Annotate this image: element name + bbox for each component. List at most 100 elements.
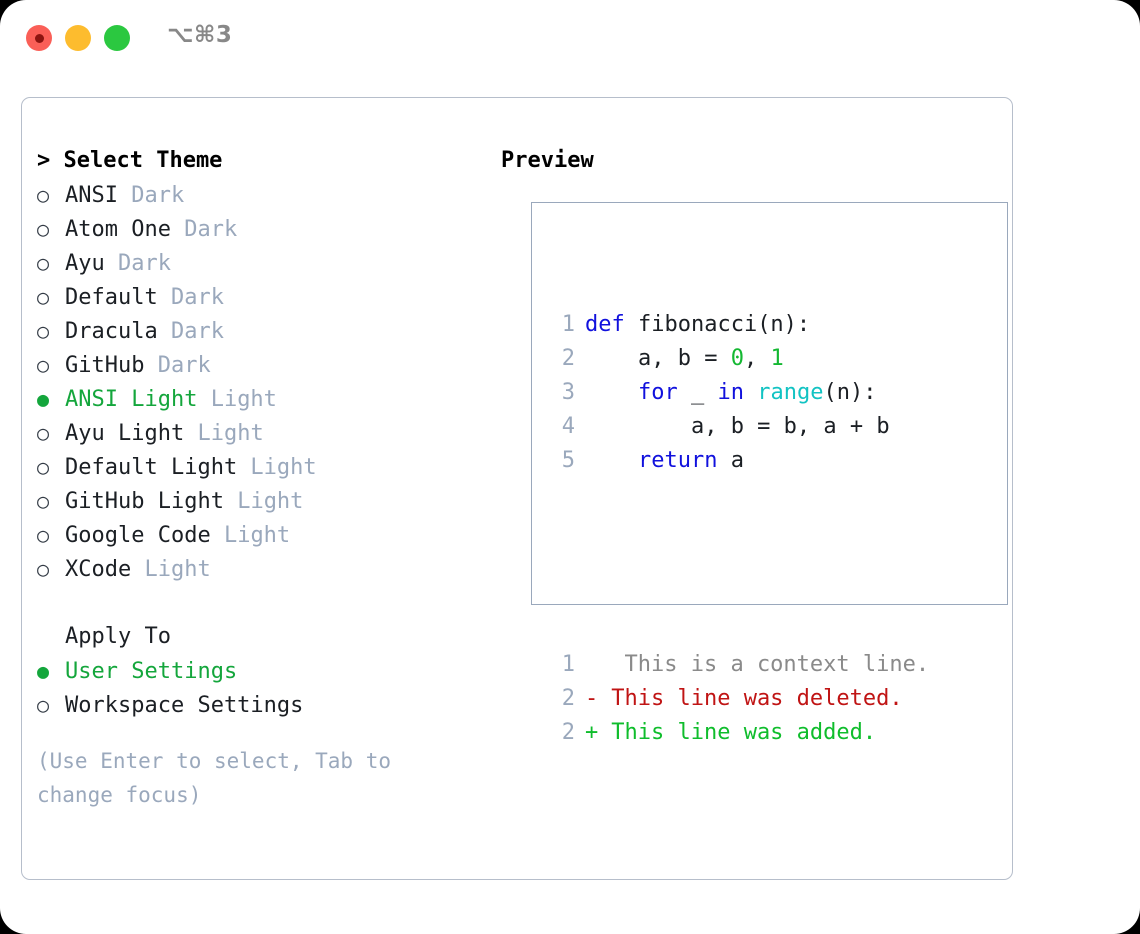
theme-option-label: Google Code [65,523,211,548]
code-token: 0 [730,346,744,371]
theme-option-kind: Light [210,523,291,548]
code-token [585,380,638,405]
line-number: 4 [561,414,575,439]
theme-option-label: Ayu Light [65,421,185,446]
radio-selected-icon: ● [37,659,50,683]
theme-list: ○ANSI Dark○Atom One Dark○Ayu Dark○Defaul… [37,178,487,586]
radio-unselected-icon: ○ [37,421,50,445]
diff-text: This line was added. [598,720,877,745]
theme-option-kind: Dark [117,183,185,208]
theme-option-ayu[interactable]: ○Ayu Dark [37,246,487,280]
code-line: 5 return a [553,444,929,478]
theme-option-label: XCode [65,557,132,582]
code-token: def [585,312,638,337]
line-number: 1 [561,312,575,337]
code-token [744,380,757,405]
code-token: , [743,346,771,371]
title-bar: ⌥⌘3 [0,0,1140,78]
preview-heading: Preview [501,148,594,173]
theme-option-kind: Light [131,557,211,582]
code-blank-line [553,546,929,580]
theme-option-kind: Dark [157,319,224,344]
theme-option-kind: Light [197,387,277,412]
code-token: fibonacci(n): [637,312,811,337]
theme-option-ansi-light[interactable]: ●ANSI Light Light [37,382,487,416]
theme-option-github[interactable]: ○ GitHub Dark [37,348,487,382]
theme-option-kind: Dark [104,251,171,276]
code-line: 4 a, b = b, a + b [553,410,929,444]
theme-option-default-light[interactable]: ○ Default Light Light [37,450,487,484]
diff-text: This line was deleted. [598,686,903,711]
line-number: 2 [561,686,575,711]
theme-option-label: GitHub [65,353,145,378]
radio-unselected-icon: ○ [37,217,50,241]
diff-lines: 1 This is a context line.2- This line wa… [553,648,929,750]
theme-option-label: ANSI [65,183,118,208]
apply-to-option-workspace-settings[interactable]: ○Workspace Settings [37,688,487,722]
code-token: range [757,380,824,405]
radio-unselected-icon: ○ [37,183,50,207]
theme-option-kind: Light [237,455,317,480]
code-token: (n): [823,380,877,405]
theme-option-atom-one[interactable]: ○ Atom One Dark [37,212,487,246]
code-token [585,448,638,473]
keyboard-shortcut-label: ⌥⌘3 [167,22,233,48]
code-token: a, b = [585,346,731,371]
radio-unselected-icon: ○ [37,319,50,343]
theme-option-label: GitHub Light [65,489,224,514]
code-line: 2 a, b = 0, 1 [553,342,929,376]
code-line: 3 for _ in range(n): [553,376,929,410]
radio-unselected-icon: ○ [37,455,50,479]
diff-text: This is a context line. [598,652,930,677]
code-token: a [717,448,744,473]
minimize-window-button[interactable] [65,25,91,51]
theme-option-google-code[interactable]: ○Google Code Light [37,518,487,552]
diff-line-ctx: 1 This is a context line. [553,648,929,682]
list-spacer [37,586,487,620]
main-panel: > Select Theme ○ANSI Dark○Atom One Dark○… [21,97,1013,880]
line-number: 5 [561,448,575,473]
theme-option-ansi[interactable]: ○ ANSI Dark [37,178,487,212]
theme-option-xcode[interactable]: ○ XCode Light [37,552,487,586]
theme-option-default[interactable]: ○ Default Dark [37,280,487,314]
theme-option-dracula[interactable]: ○ Dracula Dark [37,314,487,348]
theme-option-kind: Dark [170,217,238,242]
diff-marker: + [585,720,599,745]
select-theme-heading: > Select Theme [37,148,223,173]
diff-marker [585,648,598,682]
theme-option-github-light[interactable]: ○GitHub Light Light [37,484,487,518]
theme-option-label: Atom One [65,217,171,242]
radio-selected-icon: ● [37,387,50,411]
code-token: a, b = b, a + b [585,414,890,439]
radio-unselected-icon: ○ [37,285,50,309]
theme-option-kind: Light [184,421,264,446]
theme-option-kind: Light [223,489,304,514]
theme-option-ayu-light[interactable]: ○ Ayu Light Light [37,416,487,450]
apply-to-list: ●User Settings○Workspace Settings [37,654,487,722]
theme-picker-column: > Select Theme ○ANSI Dark○Atom One Dark○… [37,144,487,812]
line-number: 1 [561,652,575,677]
theme-option-kind: Dark [144,353,211,378]
apply-to-heading: Apply To [65,624,171,649]
code-line: 1 def fibonacci(n): [553,308,929,342]
close-window-button[interactable] [26,25,52,51]
maximize-window-button[interactable] [104,25,130,51]
radio-unselected-icon: ○ [37,557,50,581]
theme-option-label: Default Light [65,455,238,480]
theme-option-kind: Dark [157,285,224,310]
apply-to-option-label: Workspace Settings [65,693,304,718]
diff-line-add: 2+ This line was added. [553,716,929,750]
code-token: 1 [770,346,784,371]
line-number: 2 [561,346,575,371]
traffic-lights [26,25,130,51]
apply-to-option-user-settings[interactable]: ●User Settings [37,654,487,688]
radio-unselected-icon: ○ [37,251,50,275]
radio-unselected-icon: ○ [37,353,50,377]
code-token: for [637,380,678,405]
theme-option-label: Dracula [65,319,158,344]
theme-option-label: Default [65,285,158,310]
code-token: _ [677,380,718,405]
